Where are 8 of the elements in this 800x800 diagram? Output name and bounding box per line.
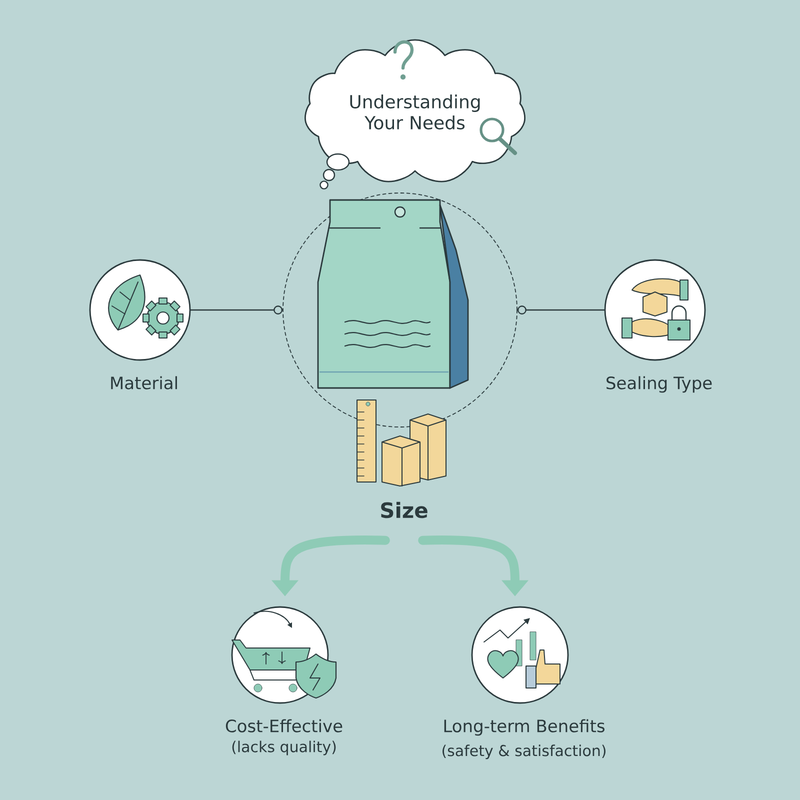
node-label: Cost-Effective (lacks quality): [226, 719, 342, 756]
node-label: Long-term Benefits (safety & satisfaction): [442, 719, 606, 760]
node-label: Material: [111, 376, 177, 390]
connector-line: [190, 306, 283, 314]
size-label: Size: [381, 502, 428, 518]
thought-cloud: Understanding Your Needs: [304, 39, 526, 182]
connector-line: [517, 306, 605, 314]
node-label: Sealing Type: [606, 376, 712, 393]
